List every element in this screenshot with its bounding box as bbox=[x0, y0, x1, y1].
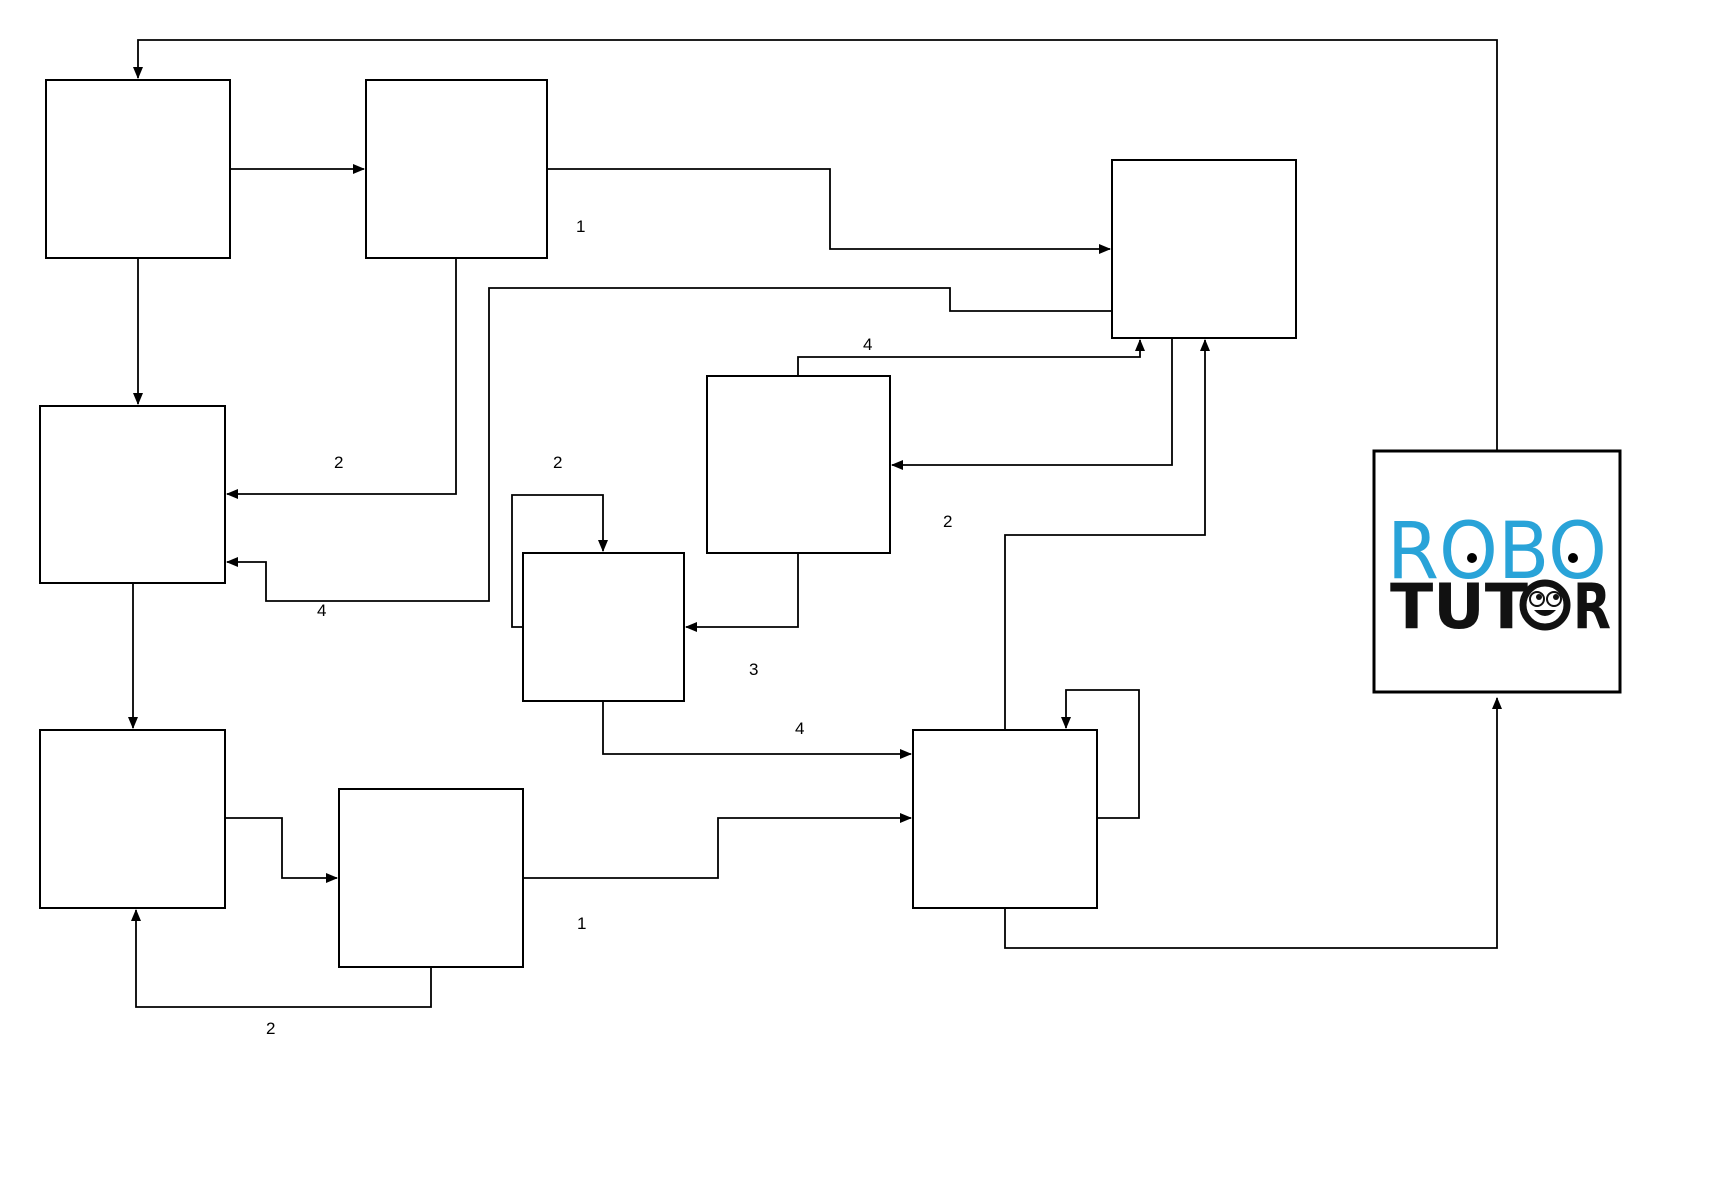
edge-label: 2 bbox=[266, 1019, 275, 1038]
edge-f-to-c bbox=[797, 339, 1145, 376]
logo-tutor-r: R bbox=[1573, 570, 1611, 643]
edge-h-to-e bbox=[131, 909, 432, 1008]
logo-smiley-icon bbox=[1519, 579, 1571, 631]
edge-h-to-i bbox=[523, 813, 912, 879]
edge-b-to-c bbox=[547, 168, 1111, 254]
box-g bbox=[522, 552, 685, 702]
edge-f-to-g bbox=[685, 553, 799, 632]
edge-label: 2 bbox=[553, 453, 562, 472]
logo-eye-left-icon bbox=[1467, 553, 1477, 563]
robotutor-logo: ROBO TUT R bbox=[1372, 449, 1622, 694]
edge-label: 4 bbox=[317, 601, 326, 620]
logo-tutor-text: TUT bbox=[1390, 570, 1528, 643]
edge-i-to-logo bbox=[1004, 697, 1502, 949]
box-c bbox=[1111, 159, 1297, 339]
logo-robo-text: ROBO bbox=[1387, 507, 1607, 597]
box-a bbox=[45, 79, 231, 259]
box-h bbox=[338, 788, 524, 968]
edge-g-to-i bbox=[602, 701, 912, 759]
box-i bbox=[912, 729, 1098, 909]
edge-label: 3 bbox=[749, 660, 758, 679]
edge-label: 4 bbox=[795, 719, 804, 738]
edge-c-to-d bbox=[226, 287, 1112, 602]
edge-c-to-f bbox=[891, 338, 1173, 470]
box-b bbox=[365, 79, 548, 259]
edge-logo-to-a bbox=[133, 39, 1498, 451]
edge-label: 1 bbox=[577, 914, 586, 933]
edge-i-self-loop bbox=[1061, 689, 1140, 819]
edge-e-to-h bbox=[225, 817, 338, 883]
edge-label: 2 bbox=[334, 453, 343, 472]
box-e bbox=[39, 729, 226, 909]
edge-i-to-c bbox=[1004, 339, 1210, 730]
edge-label: 4 bbox=[863, 335, 872, 354]
edge-g-self-loop bbox=[511, 494, 608, 628]
box-f bbox=[706, 375, 891, 554]
box-d bbox=[39, 405, 226, 584]
edge-b-to-d bbox=[226, 258, 457, 499]
edge-label: 1 bbox=[576, 217, 585, 236]
logo-eye-right-icon bbox=[1568, 553, 1578, 563]
logo-frame bbox=[1372, 449, 1622, 694]
edge-label: 2 bbox=[943, 512, 952, 531]
